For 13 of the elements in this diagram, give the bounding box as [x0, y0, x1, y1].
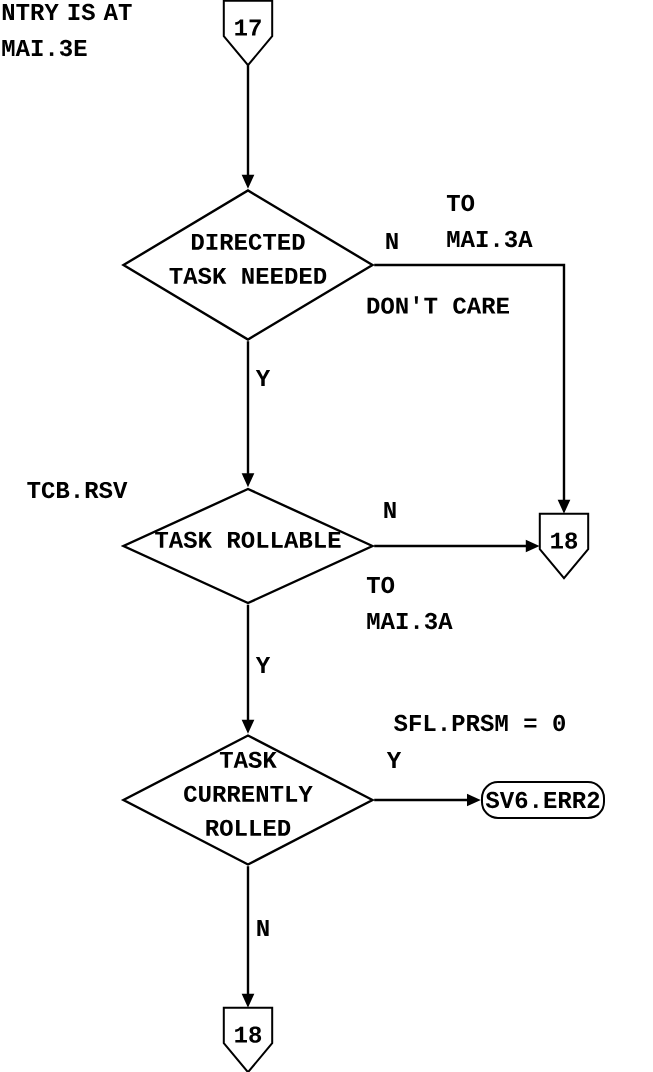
- note-text: TO MAI.3A: [446, 194, 533, 248]
- off-page-connector: 18: [222, 1006, 274, 1072]
- edge-label: Y: [385, 751, 403, 769]
- off-page-connector: 17: [222, 0, 274, 67]
- edge-label: N: [381, 501, 399, 519]
- note-text: NTRY IS AT MAI.3E: [2, 3, 132, 57]
- edge-label: N: [383, 232, 401, 250]
- off-page-connector: 18: [538, 512, 590, 580]
- note-text: SFL.PRSM = 0: [394, 714, 565, 732]
- edge-label: N: [254, 919, 272, 937]
- edge-label: Y: [254, 656, 272, 674]
- edge-label: Y: [254, 369, 272, 387]
- terminator: SV6.ERR2: [481, 781, 605, 819]
